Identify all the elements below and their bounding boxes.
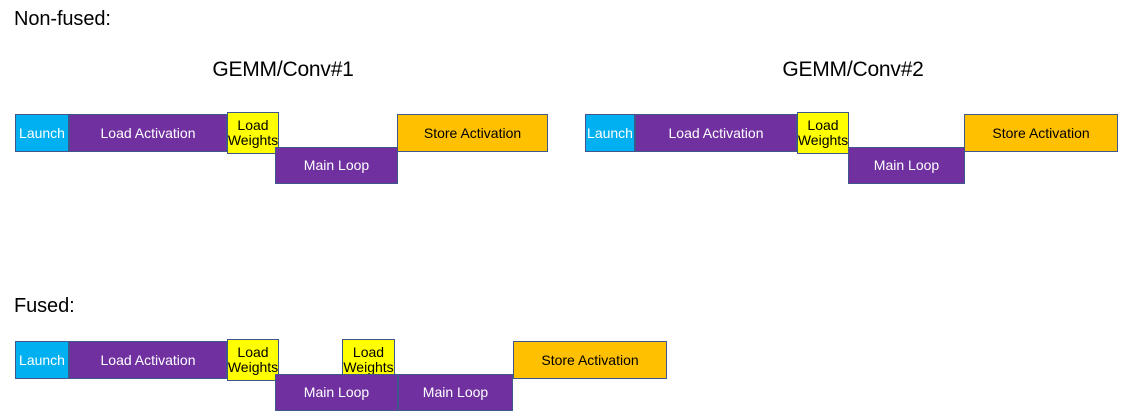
bar-label: Store Activation	[423, 124, 522, 141]
bar-gemm-conv-2-launch: Launch	[585, 114, 635, 152]
bar-fused-timeline-main-loop-2: Main Loop	[398, 374, 513, 411]
bar-gemm-conv-2-store-activation: Store Activation	[964, 114, 1118, 152]
bar-label: Store Activation	[541, 351, 639, 368]
bar-label: Load Weights	[343, 344, 394, 375]
bar-fused-timeline-load-weights-1: Load Weights	[227, 339, 279, 381]
panel-title-gemm-conv-2: GEMM/Conv#2	[782, 58, 924, 81]
bar-gemm-conv-1-main-loop: Main Loop	[275, 147, 398, 184]
bar-label: Load Weights	[227, 117, 279, 148]
bar-gemm-conv-2-load-activation: Load Activation	[635, 114, 797, 152]
bar-gemm-conv-1-store-activation: Store Activation	[397, 114, 548, 152]
bar-gemm-conv-2-main-loop: Main Loop	[848, 147, 965, 184]
bar-label: Launch	[19, 124, 65, 141]
bar-label: Load Activation	[100, 124, 196, 141]
bar-fused-timeline-load-activation: Load Activation	[69, 341, 227, 379]
bar-label: Main Loop	[303, 157, 370, 174]
bar-label: Load Weights	[797, 117, 849, 148]
bar-label: Load Activation	[668, 124, 764, 141]
section-label-fused: Fused:	[14, 295, 75, 317]
bar-label: Main Loop	[303, 384, 370, 401]
bar-gemm-conv-1-load-activation: Load Activation	[69, 114, 227, 152]
bar-fused-timeline-main-loop-1: Main Loop	[275, 374, 398, 411]
bar-label: Launch	[19, 351, 65, 368]
bar-label: Store Activation	[992, 124, 1090, 141]
bar-gemm-conv-2-load-weights: Load Weights	[797, 112, 849, 154]
bar-fused-timeline-launch: Launch	[15, 341, 69, 379]
section-label-non-fused: Non-fused:	[14, 8, 111, 30]
bar-gemm-conv-1-launch: Launch	[15, 114, 69, 152]
bar-label: Load Activation	[100, 351, 196, 368]
bar-label: Main Loop	[422, 384, 489, 401]
panel-title-gemm-conv-1: GEMM/Conv#1	[212, 58, 354, 81]
bar-fused-timeline-store-activation: Store Activation	[513, 341, 667, 379]
bar-label: Launch	[587, 124, 633, 141]
bar-label: Main Loop	[873, 157, 940, 174]
bar-gemm-conv-1-load-weights: Load Weights	[227, 112, 279, 154]
bar-label: Load Weights	[227, 344, 279, 375]
